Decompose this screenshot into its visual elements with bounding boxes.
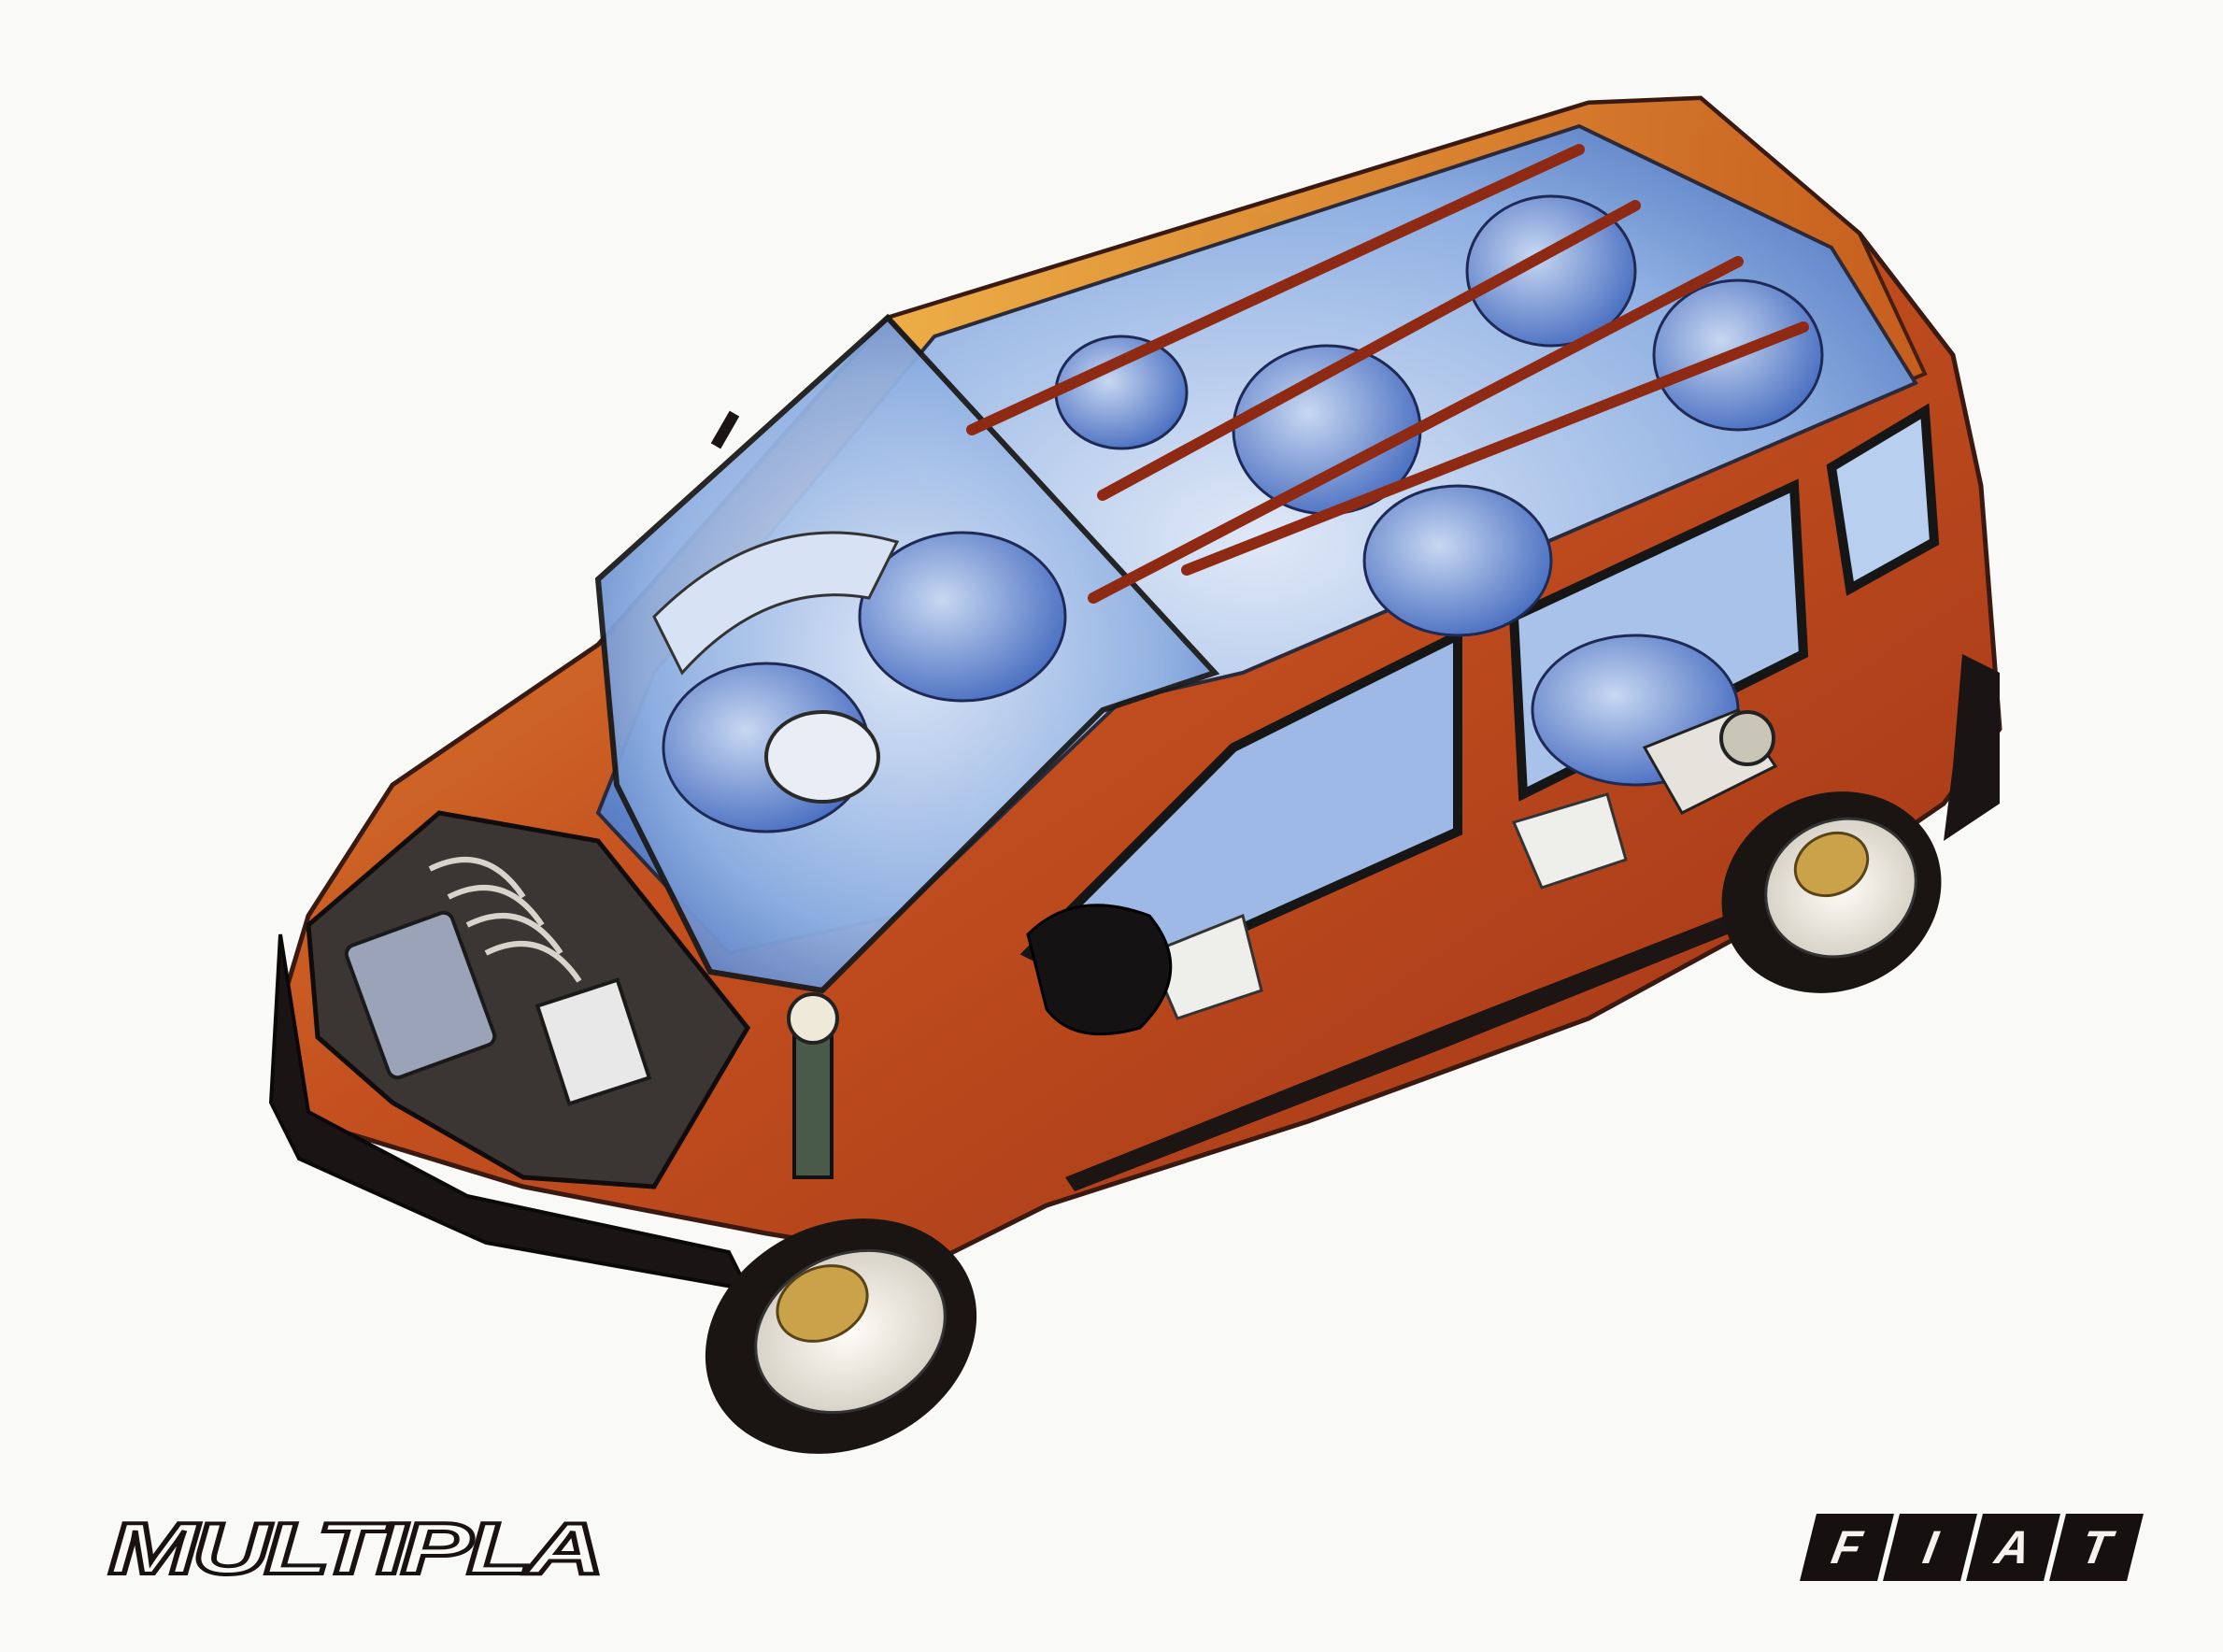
fiat-letter: F	[1828, 1521, 1866, 1574]
side-strip	[1065, 860, 1878, 1191]
roof-bars	[966, 144, 1809, 604]
rear-suspension	[1147, 708, 1778, 1020]
fiat-logo-tile: A	[1966, 1514, 2060, 1581]
antenna	[710, 410, 740, 449]
fiat-logo-tile: F	[1800, 1514, 1894, 1581]
svg-text:MULTIPLA: MULTIPLA	[108, 1512, 599, 1587]
rear-bumper	[1944, 654, 2000, 841]
fiat-letter: I	[1918, 1521, 1942, 1574]
front-wheel	[705, 1218, 977, 1454]
fiat-letter: A	[1991, 1521, 2035, 1574]
fiat-logo: F I A T	[1800, 1514, 2144, 1581]
door-mirror	[1026, 904, 1173, 1036]
fiat-letter: T	[2077, 1521, 2116, 1574]
fiat-logo-tile: T	[2049, 1514, 2144, 1581]
multipla-logo: MULTIPLA	[107, 1512, 605, 1587]
rear-wheel	[1721, 791, 1942, 993]
fiat-logo-tile: I	[1883, 1514, 1977, 1581]
engine-bay	[306, 810, 839, 1189]
